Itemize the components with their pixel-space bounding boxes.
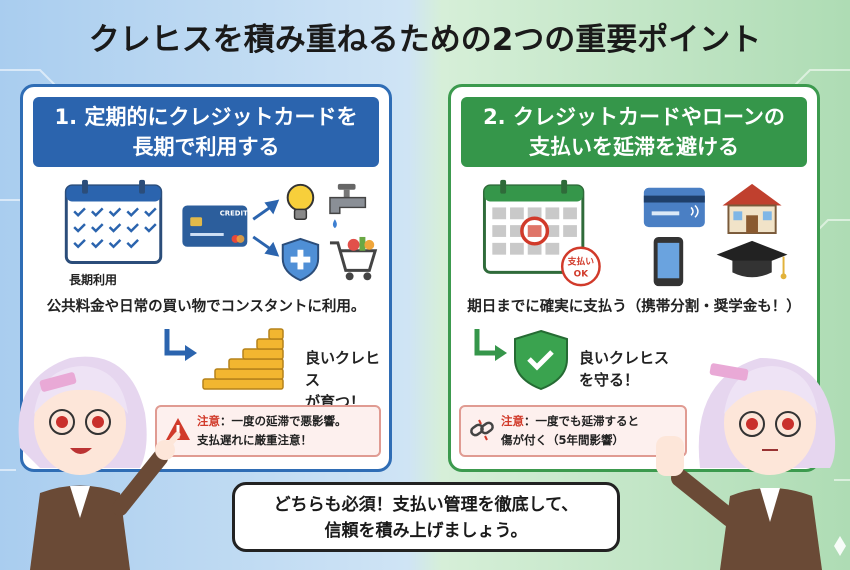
calendar-caption: 長期利用 — [69, 273, 118, 287]
right-description: 期日までに確実に支払う（携帯分割・奨学金も！） — [467, 299, 801, 315]
left-description: 公共料金や日常の買い物でコンスタントに利用。 — [46, 299, 366, 315]
left-heading-line2: 長期で利用する — [132, 135, 280, 159]
right-warning-line2: 傷が付く（5年間影響） — [501, 433, 625, 447]
house-icon — [722, 183, 782, 234]
left-icon-row: CREDIT — [64, 179, 378, 282]
graduation-cap-icon — [716, 240, 788, 280]
right-character-illustration — [656, 358, 846, 570]
credit-card-icon — [643, 187, 705, 228]
stamp-line2: OK — [574, 269, 590, 279]
right-panel-heading: 2. クレジットカードやローンの 支払いを延滞を避ける — [461, 97, 807, 167]
right-warning-label: 注意 — [501, 414, 524, 428]
left-character-illustration — [18, 356, 181, 570]
left-warning-line2: 支払遅れに厳重注意！ — [197, 433, 312, 447]
stamp-line1: 支払い — [567, 256, 595, 268]
summary-speech-bubble: どちらも必須！支払い管理を徹底して、 信頼を積み上げましょう。 — [232, 482, 620, 552]
smartphone-icon — [653, 236, 684, 287]
left-heading-line1: 1. 定期的にクレジットカードを — [54, 105, 358, 129]
shield-check-icon — [474, 329, 568, 391]
right-warning-line1: ：一度でも延滞すると — [524, 414, 639, 428]
credit-card-icon: CREDIT — [182, 205, 248, 247]
right-heading-line2: 支払いを延滞を避ける — [529, 135, 739, 159]
lightbulb-icon — [286, 183, 315, 220]
right-icon-row: 支払い OK — [482, 179, 788, 287]
shopping-cart-icon — [329, 236, 378, 281]
left-warning-line1: ：一度の延滞で悪影響。 — [220, 414, 347, 428]
left-good-text: 良いクレヒス が育つ！ — [305, 347, 389, 413]
coin-stack-icon — [164, 328, 284, 390]
right-heading-line1: 2. クレジットカードやローンの — [483, 105, 785, 129]
bubble-line2: 信頼を積み上げましょう。 — [324, 521, 528, 541]
right-good-text: 良いクレヒス を守る！ — [579, 347, 669, 391]
left-warning-box: 注意：一度の延滞で悪影響。 支払遅れに厳重注意！ — [155, 405, 381, 457]
bubble-line1: どちらも必須！支払い管理を徹底して、 — [273, 495, 579, 515]
broken-chain-icon — [470, 419, 494, 441]
left-warning-label: 注意 — [197, 414, 220, 428]
left-good-line1: 良いクレヒス — [305, 349, 381, 389]
page-title: クレヒスを積み重ねるための2つの重要ポイント — [88, 22, 762, 58]
faucet-icon — [329, 183, 367, 229]
card-label: CREDIT — [220, 209, 248, 217]
left-panel-heading: 1. 定期的にクレジットカードを 長期で利用する — [33, 97, 379, 167]
payment-ok-stamp: 支払い OK — [560, 246, 601, 287]
right-good-line1: 良いクレヒス — [579, 349, 670, 367]
calendar-check-icon — [64, 179, 163, 265]
right-warning-box: 注意：一度でも延滞すると 傷が付く（5年間影響） — [459, 405, 687, 457]
shield-plus-icon — [281, 237, 320, 282]
right-good-line2: を守る！ — [579, 371, 640, 389]
calendar-circle-icon — [482, 179, 585, 274]
